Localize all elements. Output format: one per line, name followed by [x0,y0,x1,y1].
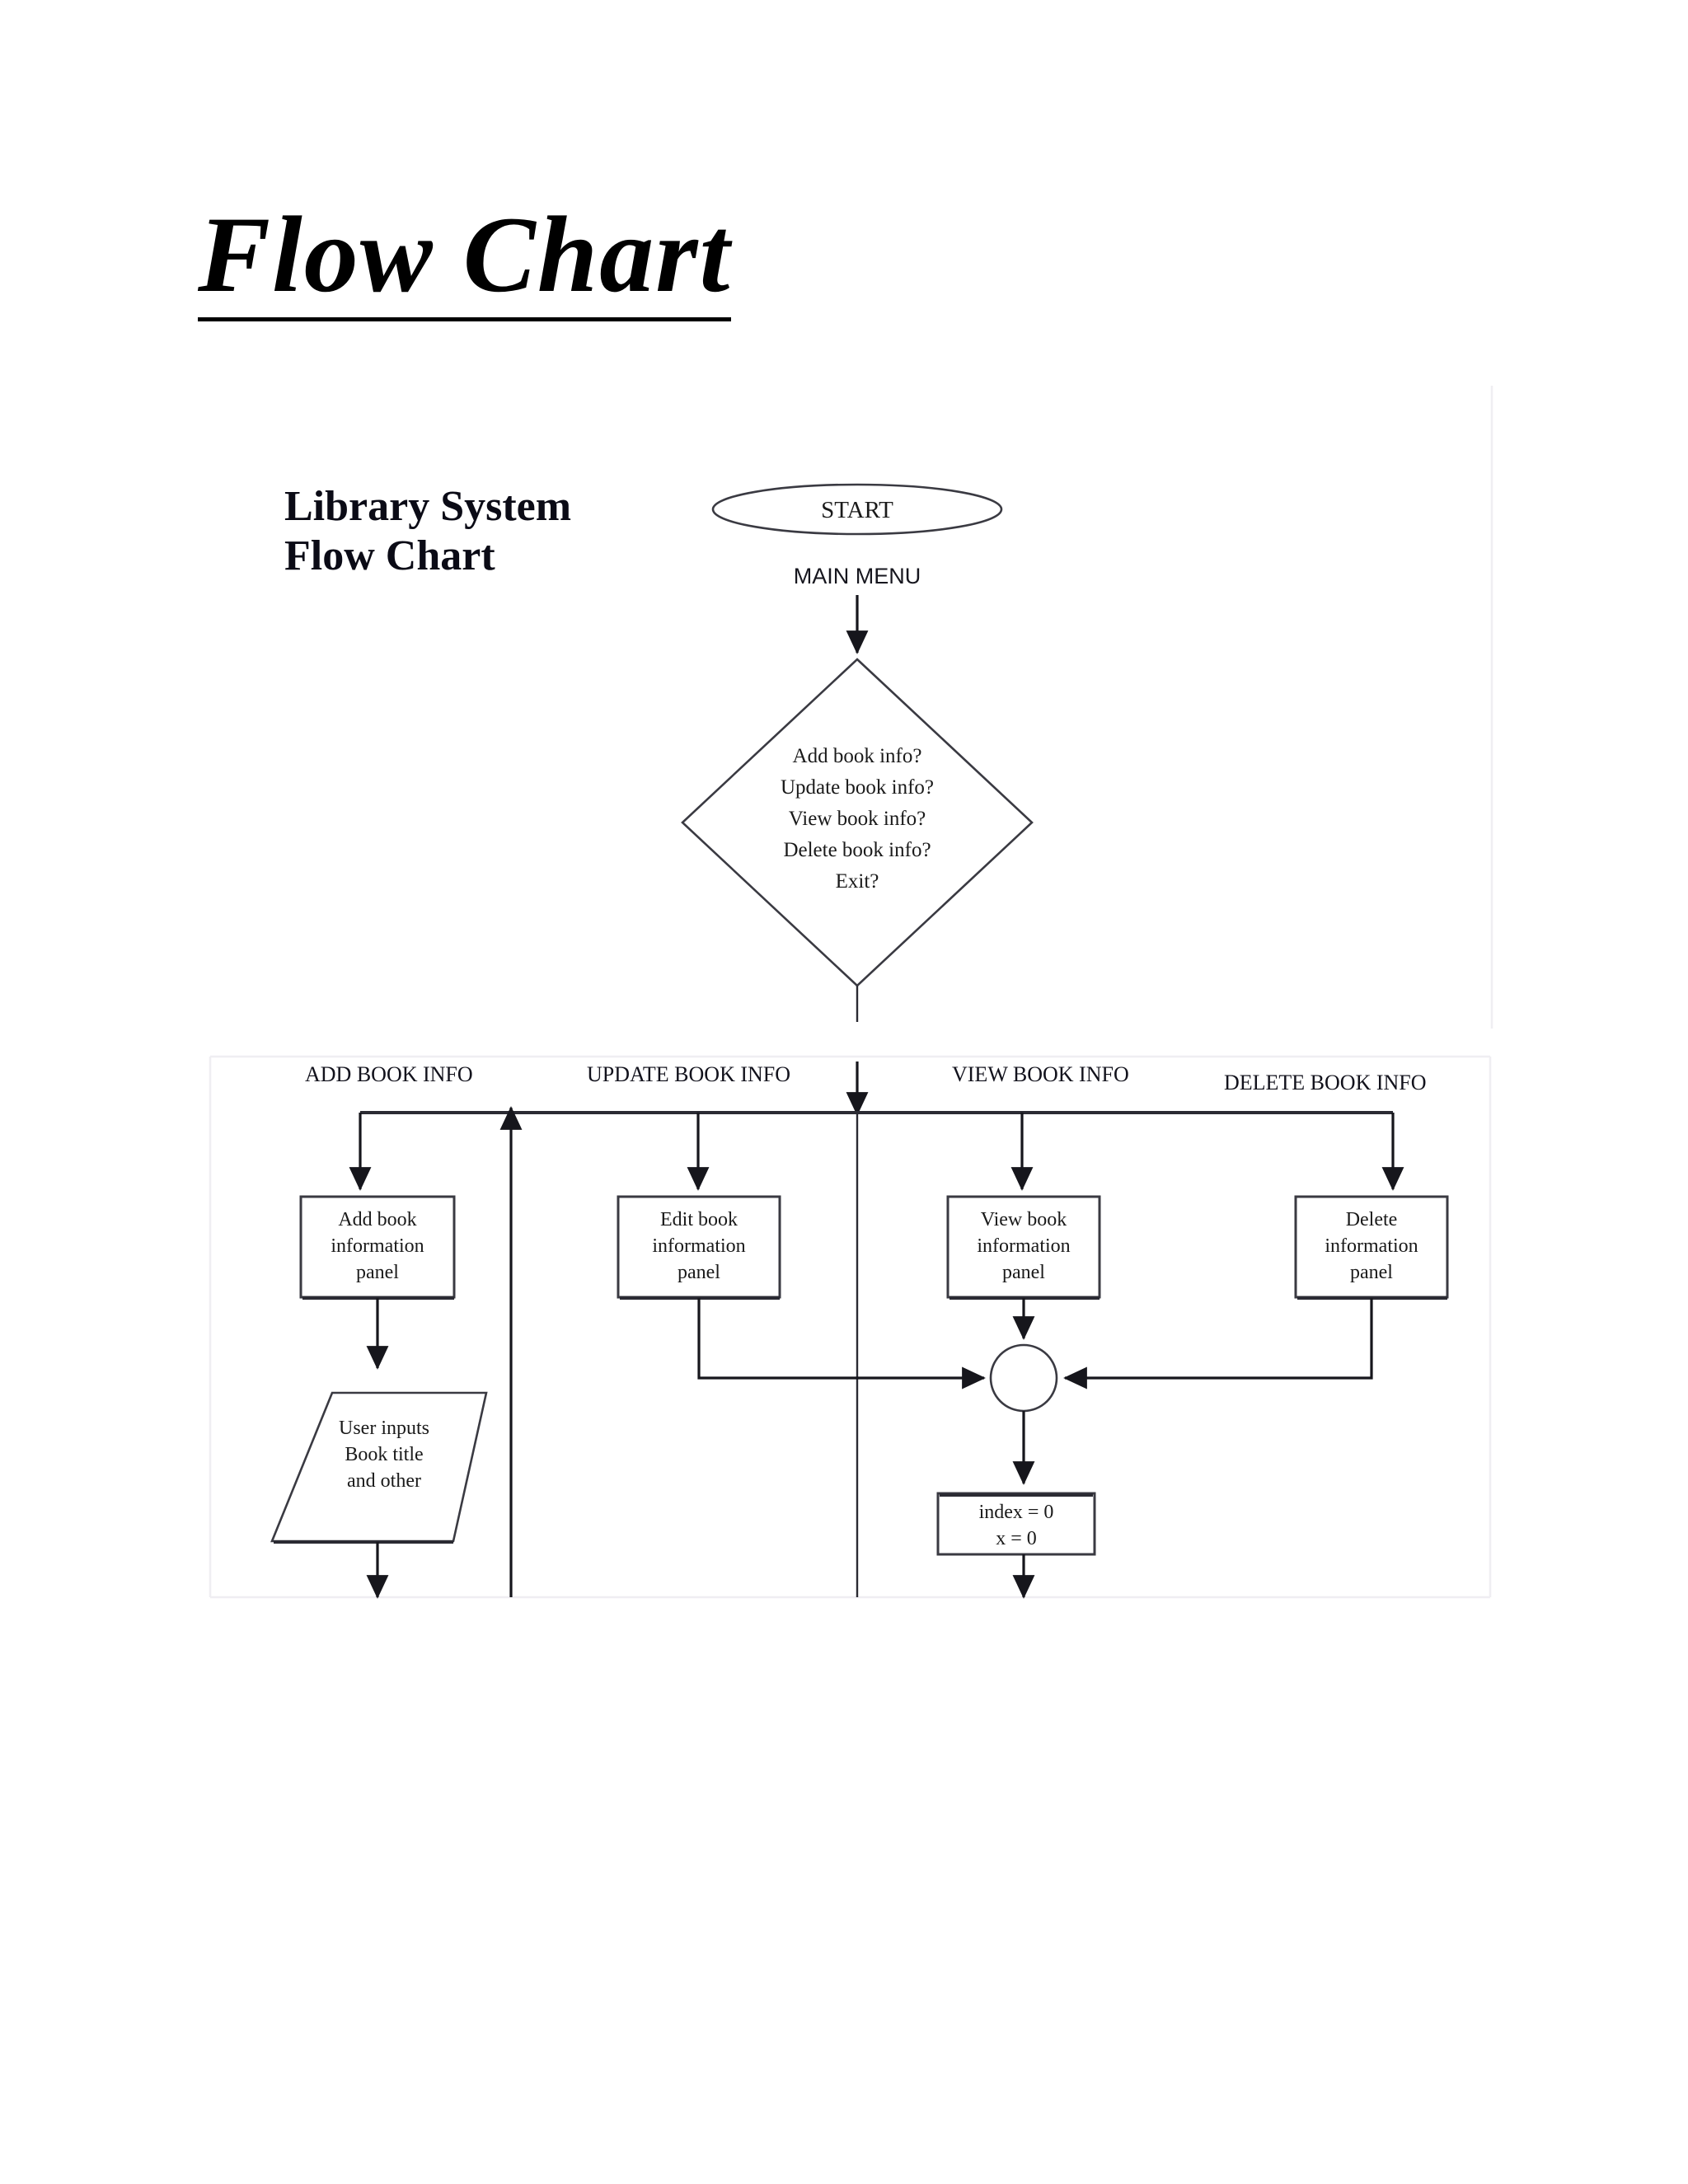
start-label: START [821,497,893,523]
decision-line-3: View book info? [789,808,926,830]
edit-panel-box [617,1195,781,1299]
decision-line-5: Exit? [836,870,879,893]
decision-line-2: Update book info? [781,776,934,799]
view-panel-line-1: View book [981,1209,1067,1230]
init-line-2: x = 0 [996,1528,1037,1549]
view-panel-box [946,1195,1101,1299]
init-box [936,1492,1096,1556]
delete-panel-line-3: panel [1350,1262,1393,1283]
main-menu-label: MAIN MENU [794,564,921,588]
add-panel-line-3: panel [356,1262,399,1283]
chart-heading-line-1: Library System [284,483,572,530]
branch-label-update: UPDATE BOOK INFO [587,1062,790,1086]
branch-label-add: ADD BOOK INFO [305,1062,473,1086]
chart-heading-line-2: Flow Chart [284,532,495,579]
add-panel-line-2: information [331,1235,424,1257]
edit-panel-line-2: information [652,1235,745,1257]
decision-line-4: Delete book info? [783,839,931,861]
add-panel-line-1: Add book [338,1209,416,1230]
start-terminator [711,483,1003,536]
edit-panel-line-3: panel [678,1262,720,1283]
user-input-line-3: and other [347,1470,421,1492]
chart-heading: Library System Flow Chart [284,482,571,581]
edge-edit-panel-to-merge [697,1298,986,1390]
branch-label-delete: DELETE BOOK INFO [1224,1071,1427,1094]
delete-panel-line-2: information [1325,1235,1418,1257]
decision-line-1: Add book info? [793,745,922,767]
delete-panel-line-1: Delete [1346,1209,1398,1230]
user-input-parallelogram [270,1391,488,1543]
user-input-line-2: Book title [345,1444,423,1465]
merge-connector-circle [989,1343,1058,1413]
view-panel-line-2: information [977,1235,1070,1257]
edit-panel-line-1: Edit book [660,1209,738,1230]
init-line-1: index = 0 [979,1502,1054,1523]
page-title: Flow Chart [198,197,732,321]
add-panel-box [299,1195,456,1299]
view-panel-line-3: panel [1002,1262,1045,1283]
user-input-line-1: User inputs [339,1418,429,1439]
branch-label-view: VIEW BOOK INFO [952,1062,1129,1086]
edge-delete-panel-to-merge [1063,1298,1373,1390]
